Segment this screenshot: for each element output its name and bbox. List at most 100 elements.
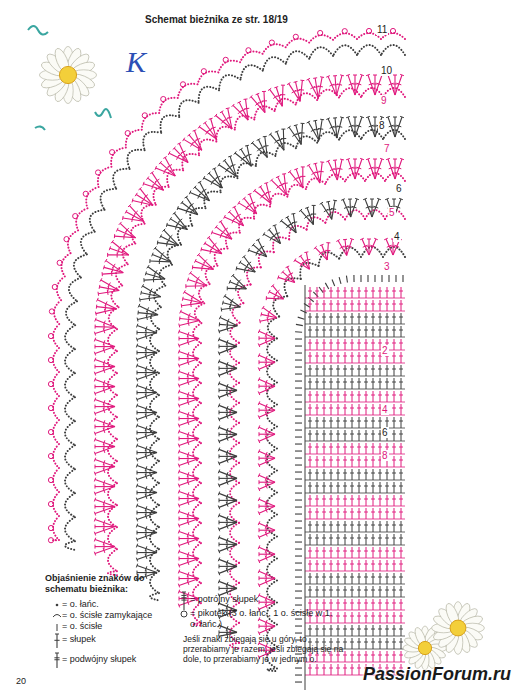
stitch-bar <box>226 348 228 353</box>
stitch-bar <box>167 238 169 243</box>
stitch-bar <box>300 262 303 266</box>
stitch-bar <box>226 436 228 441</box>
stitch-top <box>373 117 377 118</box>
stitch-post <box>137 446 157 453</box>
stitch-top <box>211 231 212 235</box>
stitch-post <box>321 203 331 219</box>
stitch-post <box>259 547 275 554</box>
stitch-bar <box>392 330 396 331</box>
stitch-bar <box>265 364 267 369</box>
stitch-bar <box>166 241 168 246</box>
stitch-post <box>354 117 355 137</box>
stitch-bar <box>364 395 368 396</box>
stitch-top <box>320 161 324 162</box>
stitch-top <box>258 329 260 333</box>
stitch-post <box>179 478 199 479</box>
stitch-post <box>137 392 157 393</box>
stitch-post <box>181 303 202 306</box>
stitch-post <box>338 339 339 350</box>
stitch-tick <box>295 499 302 500</box>
stitch-post <box>219 361 237 368</box>
stitch-post <box>179 579 199 586</box>
stitch-tick <box>295 541 302 542</box>
stitch-top <box>136 564 137 568</box>
picot <box>390 28 395 33</box>
chain-loop <box>289 226 306 240</box>
stitch-top <box>94 498 95 502</box>
stitch-top <box>366 116 370 117</box>
stitch-bar <box>118 246 121 250</box>
stitch-bar <box>273 296 274 301</box>
stitch-top <box>343 239 347 240</box>
stitch-bar <box>250 202 255 204</box>
stitch-top <box>207 236 210 239</box>
stitch-bar <box>260 246 265 248</box>
stitch-post <box>345 300 346 311</box>
stitch-post <box>282 85 284 106</box>
stitch-post <box>317 430 318 441</box>
stitch-top <box>350 238 354 239</box>
stitch-post <box>179 472 199 479</box>
stitch-post <box>179 418 199 419</box>
stitch-bar <box>357 291 361 292</box>
stitch-top <box>218 382 219 386</box>
stitch-post <box>388 117 395 137</box>
stitch-top <box>304 251 308 253</box>
stitch-bar <box>260 194 263 198</box>
stitch-bar <box>364 330 368 331</box>
stitch-bar <box>329 317 333 318</box>
stitch-bar <box>315 382 319 383</box>
stitch-post <box>331 313 332 324</box>
stitch-post <box>387 287 388 298</box>
stitch-bar <box>308 343 312 344</box>
stitch-post <box>259 410 275 417</box>
stitch-post <box>338 391 339 402</box>
stitch-top <box>305 207 309 208</box>
stitch-post <box>373 378 374 389</box>
stitch-top <box>95 485 96 489</box>
stitch-tick <box>346 276 348 283</box>
stitch-bar <box>245 264 248 268</box>
stitch-top <box>218 536 219 540</box>
stitch-post <box>174 148 188 162</box>
chain-loop <box>54 300 61 324</box>
stitch-bar <box>315 447 319 448</box>
stitch-top <box>282 173 286 174</box>
stitch-top <box>218 404 219 408</box>
stitch-tick <box>295 359 302 360</box>
stitch-post <box>352 339 353 350</box>
stitch-post <box>179 399 199 406</box>
stitch-bar <box>363 245 368 247</box>
stitch-post <box>137 532 157 533</box>
stitch-top <box>219 476 220 480</box>
stitch-top <box>137 391 138 395</box>
stitch-top <box>259 504 260 508</box>
stitch-bar <box>343 382 347 383</box>
stitch-top <box>264 182 268 184</box>
stitch-post <box>310 300 311 311</box>
stitch-bar <box>238 110 242 114</box>
stitch-bar <box>315 421 319 422</box>
stitch-bar <box>124 231 126 236</box>
stitch-post <box>317 456 318 467</box>
stitch-post <box>366 443 367 454</box>
stitch-top <box>146 177 148 180</box>
stitch-tick <box>295 520 302 521</box>
stitch-top <box>94 538 95 542</box>
stitch-tick <box>381 275 382 282</box>
stitch-bar <box>187 460 189 465</box>
stitch-tick <box>295 625 302 626</box>
stitch-top <box>346 74 350 75</box>
stitch-top <box>226 107 230 109</box>
stitch-post <box>260 187 271 204</box>
stitch-bar <box>349 125 354 127</box>
stitch-top <box>374 238 378 240</box>
stitch-top <box>258 559 260 563</box>
chain-loop <box>160 265 172 286</box>
stitch-post <box>259 626 275 627</box>
stitch-post <box>108 254 129 255</box>
stitch-bar <box>350 330 354 331</box>
stitch-post <box>289 127 301 144</box>
stitch-tick <box>295 450 302 451</box>
stitch-post <box>371 199 372 217</box>
